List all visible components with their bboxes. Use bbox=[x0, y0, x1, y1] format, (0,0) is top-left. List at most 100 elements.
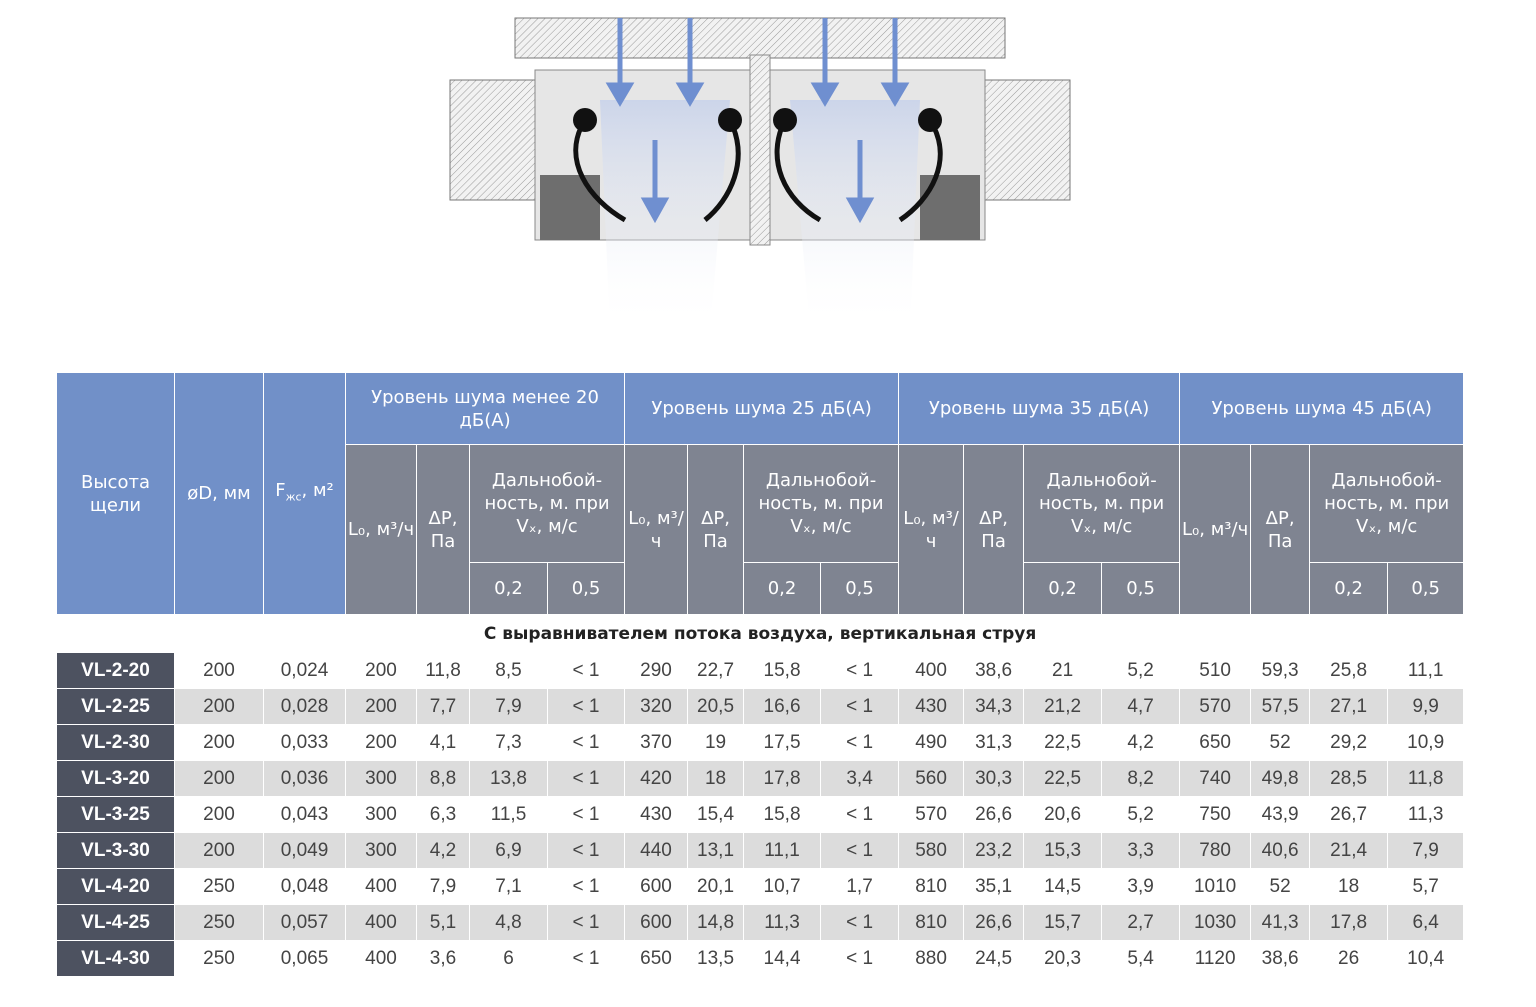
value-cell: 15,7 bbox=[1023, 904, 1103, 941]
header-velocity-0-2: 0,2 bbox=[469, 562, 548, 615]
value-cell: < 1 bbox=[820, 688, 900, 725]
value-cell: 59,3 bbox=[1250, 652, 1311, 689]
header-pressure: ΔP, Па bbox=[416, 444, 470, 615]
value-cell: 13,1 bbox=[687, 832, 745, 869]
value-cell: 250 bbox=[174, 868, 264, 905]
value-cell: 14,8 bbox=[687, 904, 745, 941]
header-velocity-0-5: 0,5 bbox=[1101, 562, 1181, 615]
value-cell: 560 bbox=[898, 760, 965, 797]
value-cell: 15,8 bbox=[743, 796, 822, 833]
header-pressure: ΔP, Па bbox=[963, 444, 1025, 615]
value-cell: 20,5 bbox=[687, 688, 745, 725]
value-cell: 880 bbox=[898, 940, 965, 977]
value-cell: 8,8 bbox=[416, 760, 470, 797]
header-noise-group-20: Уровень шума менее 20 дБ(А) bbox=[344, 372, 626, 445]
air-jets bbox=[600, 100, 920, 330]
value-cell: 290 bbox=[624, 652, 689, 689]
value-cell: 1,7 bbox=[820, 868, 900, 905]
value-cell: 0,048 bbox=[263, 868, 346, 905]
value-cell: 0,028 bbox=[263, 688, 346, 725]
diffuser-cross-section-diagram bbox=[449, 17, 1071, 330]
value-cell: 370 bbox=[624, 724, 689, 761]
value-cell: 10,7 bbox=[743, 868, 822, 905]
value-cell: 25,8 bbox=[1309, 652, 1389, 689]
value-cell: 5,4 bbox=[1101, 940, 1181, 977]
value-cell: 11,1 bbox=[743, 832, 822, 869]
value-cell: 22,5 bbox=[1023, 724, 1103, 761]
header-throw: Дальнобой-ность, м. при Vₓ, м/с bbox=[743, 444, 900, 563]
specification-table: Высота щели øD, мм Fжс, м² Уровень шума … bbox=[55, 372, 1465, 977]
value-cell: 26,6 bbox=[963, 904, 1025, 941]
value-cell: 52 bbox=[1250, 868, 1311, 905]
value-cell: 41,3 bbox=[1250, 904, 1311, 941]
value-cell: 300 bbox=[345, 760, 417, 797]
value-cell: 8,5 bbox=[469, 652, 548, 689]
value-cell: 650 bbox=[1179, 724, 1252, 761]
value-cell: 1010 bbox=[1179, 868, 1252, 905]
value-cell: 10,9 bbox=[1387, 724, 1465, 761]
value-cell: 400 bbox=[345, 940, 417, 977]
value-cell: 4,2 bbox=[416, 832, 470, 869]
value-cell: 7,9 bbox=[1387, 832, 1465, 869]
header-velocity-0-2: 0,2 bbox=[743, 562, 822, 615]
value-cell: 38,6 bbox=[963, 652, 1025, 689]
value-cell: < 1 bbox=[820, 652, 900, 689]
value-cell: 250 bbox=[174, 940, 264, 977]
header-noise-group-25: Уровень шума 25 дБ(А) bbox=[624, 372, 900, 445]
housing bbox=[449, 17, 1071, 246]
value-cell: < 1 bbox=[546, 796, 626, 833]
header-velocity-0-5: 0,5 bbox=[820, 562, 900, 615]
value-cell: 400 bbox=[345, 904, 417, 941]
value-cell: 8,2 bbox=[1101, 760, 1181, 797]
header-velocity-0-2: 0,2 bbox=[1309, 562, 1389, 615]
value-cell: 200 bbox=[174, 688, 264, 725]
value-cell: 9,9 bbox=[1387, 688, 1465, 725]
value-cell: 28,5 bbox=[1309, 760, 1389, 797]
value-cell: 740 bbox=[1179, 760, 1252, 797]
value-cell: 200 bbox=[174, 652, 264, 689]
value-cell: 6,4 bbox=[1387, 904, 1465, 941]
value-cell: 2,7 bbox=[1101, 904, 1181, 941]
value-cell: 7,9 bbox=[416, 868, 470, 905]
value-cell: 5,7 bbox=[1387, 868, 1465, 905]
value-cell: 570 bbox=[898, 796, 965, 833]
header-velocity-0-5: 0,5 bbox=[546, 562, 626, 615]
value-cell: 510 bbox=[1179, 652, 1252, 689]
value-cell: 15,8 bbox=[743, 652, 822, 689]
area-subscript: жс bbox=[285, 490, 302, 504]
damper-blades bbox=[573, 118, 943, 223]
value-cell: 5,1 bbox=[416, 904, 470, 941]
area-symbol: F bbox=[275, 479, 286, 501]
value-cell: 11,8 bbox=[416, 652, 470, 689]
value-cell: 5,2 bbox=[1101, 796, 1181, 833]
value-cell: 4,8 bbox=[469, 904, 548, 941]
value-cell: < 1 bbox=[546, 724, 626, 761]
value-cell: 440 bbox=[624, 832, 689, 869]
model-cell: VL-4-20 bbox=[56, 868, 175, 905]
header-pressure: ΔP, Па bbox=[687, 444, 745, 615]
value-cell: < 1 bbox=[546, 652, 626, 689]
value-cell: 34,3 bbox=[963, 688, 1025, 725]
model-cell: VL-3-20 bbox=[56, 760, 175, 797]
value-cell: 7,1 bbox=[469, 868, 548, 905]
value-cell: < 1 bbox=[820, 832, 900, 869]
value-cell: 3,6 bbox=[416, 940, 470, 977]
value-cell: 6,9 bbox=[469, 832, 548, 869]
model-cell: VL-3-25 bbox=[56, 796, 175, 833]
value-cell: 0,043 bbox=[263, 796, 346, 833]
value-cell: 4,7 bbox=[1101, 688, 1181, 725]
value-cell: 320 bbox=[624, 688, 689, 725]
value-cell: 40,6 bbox=[1250, 832, 1311, 869]
value-cell: 11,3 bbox=[1387, 796, 1465, 833]
airflow-arrows-icon bbox=[605, 18, 910, 224]
value-cell: 20,3 bbox=[1023, 940, 1103, 977]
value-cell: 200 bbox=[345, 724, 417, 761]
header-noise-group-35: Уровень шума 35 дБ(А) bbox=[898, 372, 1181, 445]
value-cell: 7,9 bbox=[469, 688, 548, 725]
value-cell: 38,6 bbox=[1250, 940, 1311, 977]
